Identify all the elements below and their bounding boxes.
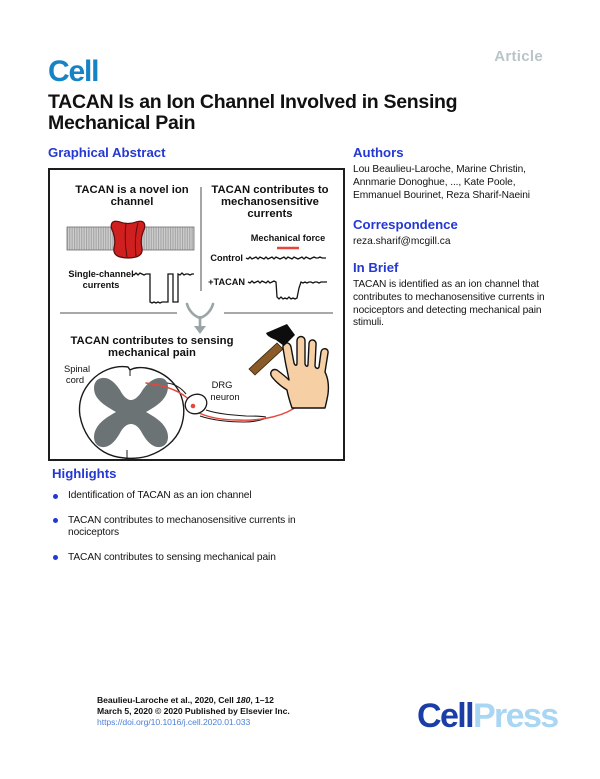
- spinal-cord-label-line1: Spinal: [64, 363, 90, 374]
- figure-right-title-line2: mechanosensitive: [221, 196, 319, 208]
- bullet-icon: [53, 555, 58, 561]
- paper-title: TACAN Is an Ion Channel Involved in Sens…: [48, 91, 458, 134]
- author-names: Lou Beaulieu-Laroche, Marine Christin, A…: [353, 164, 530, 201]
- single-channel-label-line2: currents: [83, 280, 120, 290]
- bullet-icon: [53, 493, 58, 499]
- highlight-text: Identification of TACAN as an ion channe…: [68, 490, 252, 501]
- doi-link[interactable]: https://doi.org/10.1016/j.cell.2020.01.0…: [97, 716, 251, 727]
- highlight-text: TACAN contributes to mechanosensitive cu…: [68, 514, 296, 539]
- in-brief-heading: In Brief: [353, 259, 399, 275]
- drg-neuron-graphic: [184, 393, 208, 415]
- graphical-abstract-svg: TACAN is a novel ion channel Single-chan…: [60, 184, 333, 459]
- highlight-item: Identification of TACAN as an ion channe…: [52, 490, 320, 503]
- single-channel-trace: [131, 272, 194, 304]
- single-channel-label-line1: Single-channel: [68, 269, 133, 279]
- mechanical-force-label: Mechanical force: [251, 233, 326, 243]
- article-type-label: Article: [494, 48, 543, 65]
- authors-heading: Authors: [353, 145, 404, 160]
- tacan-label: +TACAN: [208, 277, 245, 287]
- bullet-icon: [53, 518, 58, 524]
- publication-line: March 5, 2020 © 2020 Published by Elsevi…: [97, 705, 290, 716]
- highlights-heading: Highlights: [52, 466, 117, 481]
- figure-bottom-title-line1: TACAN contributes to sensing: [71, 335, 234, 347]
- figure-bottom-title-line2: mechanical pain: [108, 347, 196, 359]
- hand-graphic: [270, 335, 330, 409]
- figure-left-title-line2: channel: [111, 196, 154, 208]
- highlights-section: Highlights Identification of TACAN as an…: [52, 466, 352, 576]
- figure-right-title-line1: TACAN contributes to: [211, 184, 328, 196]
- cellpress-logo: CellPress: [417, 697, 559, 736]
- tacan-channel-graphic: [110, 220, 146, 259]
- drg-label-line1: DRG: [212, 379, 233, 390]
- citation-prefix: Beaulieu-Laroche et al., 2020, Cell: [97, 695, 237, 705]
- graphical-abstract-heading: Graphical Abstract: [48, 145, 166, 160]
- correspondence-heading: Correspondence: [353, 216, 458, 232]
- citation-suffix: , 1–12: [250, 695, 274, 705]
- citation-line: Beaulieu-Laroche et al., 2020, Cell 180,…: [97, 695, 290, 706]
- drg-label-line2: neuron: [210, 391, 239, 402]
- cellpress-logo-press: Press: [472, 697, 559, 735]
- control-label: Control: [210, 253, 243, 263]
- correspondence-email-link[interactable]: reza.sharif@mcgill.ca: [353, 235, 451, 247]
- highlight-item: TACAN contributes to mechanosensitive cu…: [52, 515, 320, 540]
- highlight-item: TACAN contributes to sensing mechanical …: [52, 552, 320, 565]
- highlights-list: Identification of TACAN as an ion channe…: [52, 490, 352, 564]
- spinal-cord-label-line2: cord: [66, 374, 84, 385]
- down-arrow-icon: [185, 302, 215, 334]
- control-trace: [245, 256, 326, 260]
- summary-column: Authors Lou Beaulieu-Laroche, Marine Chr…: [353, 145, 550, 330]
- cell-journal-logo: Cell: [48, 55, 99, 88]
- spinal-cord-graphic: [78, 365, 185, 459]
- tacan-trace: [247, 280, 327, 300]
- citation-block: Beaulieu-Laroche et al., 2020, Cell 180,…: [97, 695, 290, 727]
- citation-volume: 180: [236, 695, 251, 705]
- in-brief-text: TACAN is identified as an ion channel th…: [353, 278, 545, 329]
- graphical-abstract-figure: TACAN is a novel ion channel Single-chan…: [48, 168, 345, 461]
- highlight-text: TACAN contributes to sensing mechanical …: [68, 551, 276, 563]
- figure-right-title-line3: currents: [247, 208, 292, 220]
- cellpress-logo-cell: Cell: [417, 697, 475, 735]
- figure-left-title-line1: TACAN is a novel ion: [75, 184, 188, 196]
- hammer-graphic: [248, 324, 295, 376]
